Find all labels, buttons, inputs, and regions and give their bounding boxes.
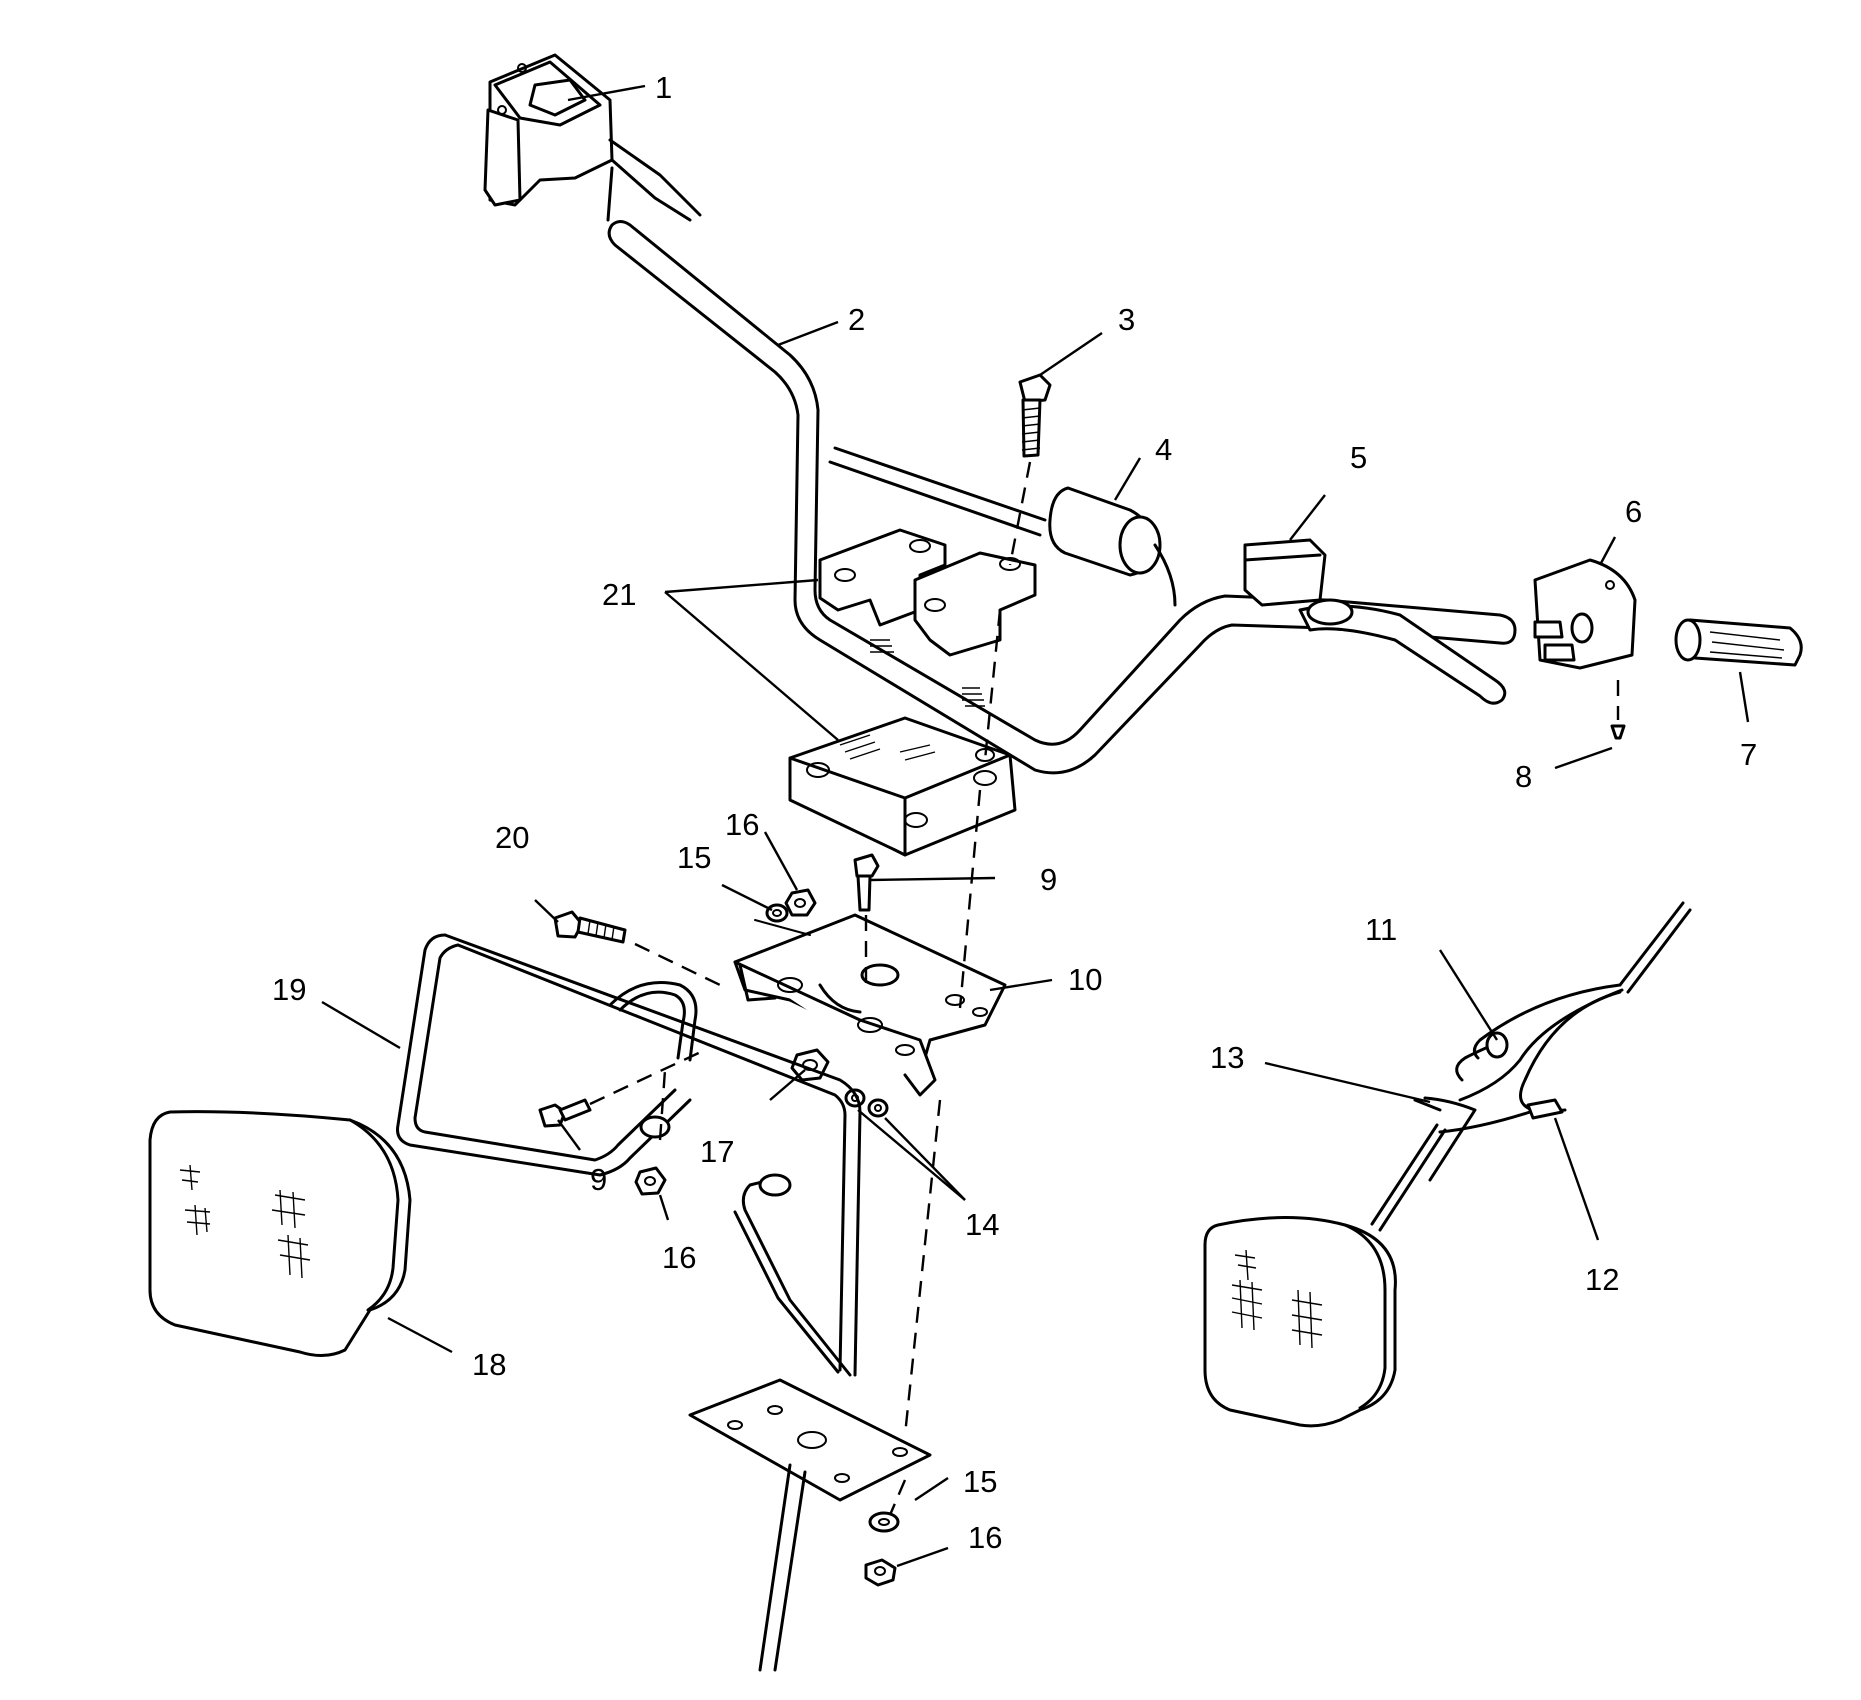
callout-21: 21 — [602, 577, 636, 612]
callout-8: 8 — [1515, 759, 1532, 794]
callout-4: 4 — [1155, 432, 1172, 467]
callout-17: 17 — [700, 1134, 734, 1169]
callout-9-lower: 9 — [590, 1162, 607, 1197]
washer-guide-line — [754, 919, 811, 936]
handlebar-pad-part-4 — [1048, 486, 1177, 607]
callout-7: 7 — [1740, 737, 1757, 772]
headlight-part-18 — [148, 1110, 412, 1357]
control-housing-part-1 — [483, 53, 702, 222]
callout-20: 20 — [495, 820, 529, 855]
callout-6: 6 — [1625, 494, 1642, 529]
bolt-part-9-lower — [538, 1048, 706, 1128]
bolt-part-3 — [1018, 373, 1052, 458]
callout-18: 18 — [472, 1347, 506, 1382]
callout-15-upper: 15 — [677, 840, 711, 875]
callout-1: 1 — [655, 70, 672, 105]
callout-labels: 1 2 3 4 5 6 7 8 9 9 10 11 12 13 14 15 15… — [272, 70, 1757, 1555]
grip-part-7 — [1674, 618, 1803, 667]
callout-16-upper: 16 — [725, 807, 759, 842]
washer-part-15-lower — [868, 1511, 900, 1533]
wiring-harness-parts-11-12-13 — [1370, 901, 1692, 1232]
washer-part-15-upper — [765, 903, 789, 923]
assembly-axis-lines — [864, 461, 1032, 1516]
nut-part-16-middle — [634, 1069, 667, 1196]
headlight-right — [1203, 1216, 1397, 1428]
callout-15-lower: 15 — [963, 1464, 997, 1499]
callout-12: 12 — [1585, 1262, 1619, 1297]
nut-part-16-lower — [864, 1558, 897, 1587]
callout-16-lower: 16 — [968, 1520, 1002, 1555]
bracket-part-10 — [733, 913, 1007, 1097]
callout-2: 2 — [848, 302, 865, 337]
callout-19: 19 — [272, 972, 306, 1007]
lower-clamp-part-21 — [788, 716, 1017, 857]
throttle-housing-part-6 — [1533, 558, 1637, 670]
callout-16-middle: 16 — [662, 1240, 696, 1275]
handlebar-part-2 — [607, 220, 1517, 775]
bolt-part-20 — [553, 910, 721, 987]
bolt-part-9-upper — [853, 853, 880, 912]
washers-part-14 — [844, 1088, 889, 1118]
leader-lines — [321, 84, 1750, 1568]
callout-3: 3 — [1118, 302, 1135, 337]
nut-part-16-upper — [784, 888, 817, 917]
callout-9-upper: 9 — [1040, 862, 1057, 897]
screw-part-8 — [1610, 680, 1626, 740]
callout-13: 13 — [1210, 1040, 1244, 1075]
callout-11: 11 — [1365, 912, 1397, 947]
upper-clamp-part-21 — [818, 528, 1037, 657]
callout-10: 10 — [1068, 962, 1102, 997]
mount-plate — [688, 1378, 932, 1672]
callout-14: 14 — [965, 1207, 999, 1242]
callout-5: 5 — [1350, 440, 1367, 475]
brake-lever-part-5 — [1243, 538, 1507, 705]
